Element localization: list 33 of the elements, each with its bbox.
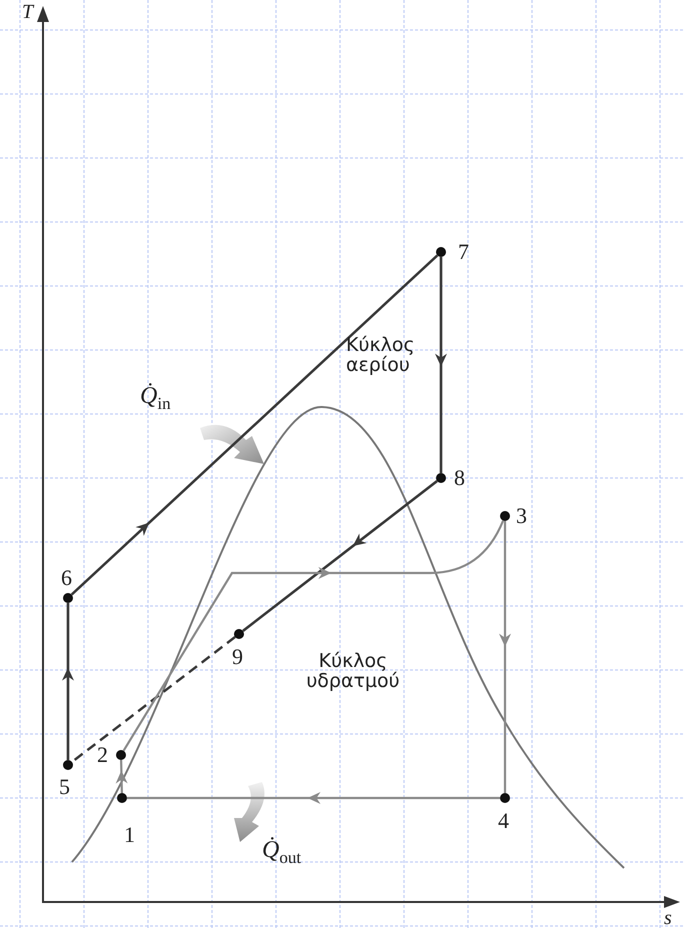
dashed-line xyxy=(71,636,236,763)
arrow xyxy=(127,792,500,804)
state-number: 1 xyxy=(124,824,135,846)
axis-label: T xyxy=(22,2,34,23)
arrow xyxy=(435,257,447,473)
cycle-label: Κύκλος υδρατμού xyxy=(305,652,401,692)
state-number: 5 xyxy=(59,776,70,798)
state-number: 8 xyxy=(454,467,465,489)
axis-label: s xyxy=(664,908,672,928)
heat-label: Q̇$_{out}$ xyxy=(262,838,302,867)
state-point xyxy=(116,750,126,760)
arrow xyxy=(122,520,504,752)
state-number: 2 xyxy=(97,744,108,766)
state-number: 3 xyxy=(516,505,527,527)
state-point xyxy=(63,593,73,603)
state-point xyxy=(436,247,446,257)
arrow xyxy=(116,760,128,794)
state-point xyxy=(63,760,73,770)
state-number: 6 xyxy=(61,567,72,589)
state-point xyxy=(234,629,244,639)
state-point xyxy=(500,511,510,521)
state-point xyxy=(436,473,446,483)
state-number: 7 xyxy=(458,241,469,263)
heat-label: Q̇$_{in}$ xyxy=(140,384,171,413)
state-point xyxy=(500,793,510,803)
cycle-label: Κύκλος αερίου xyxy=(346,336,416,376)
arrow xyxy=(70,254,438,596)
arrow xyxy=(62,603,74,760)
arrow xyxy=(242,480,438,632)
arrow xyxy=(499,521,511,793)
state-point xyxy=(117,793,127,803)
state-number: 4 xyxy=(498,810,509,832)
state-number: 9 xyxy=(232,646,243,668)
